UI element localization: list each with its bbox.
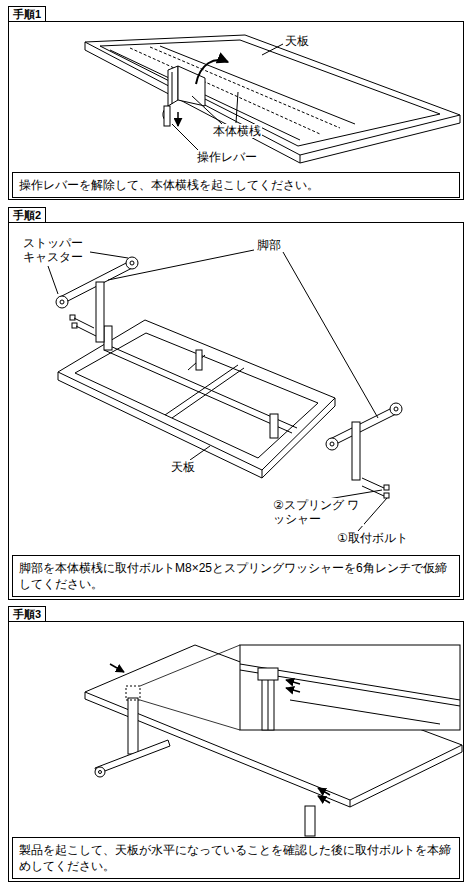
step1-lever <box>164 106 178 126</box>
step-heading: 手順1 <box>8 6 46 22</box>
step2-tabletop <box>58 320 335 478</box>
step2-leg-right <box>326 403 402 498</box>
step-panel: 手順3 製品を起こして、天板が水平になっていることを確認した後に取付ボルトを本締め… <box>8 606 464 882</box>
part-label: 操作レバー <box>196 150 258 164</box>
step-panel: 手順1 操作レバーを解除して、本体横桟を起こしてください。 <box>8 6 464 200</box>
step1-tabletop <box>85 35 460 163</box>
part-label: 天板 <box>284 34 310 48</box>
part-label: 天板 <box>170 460 196 474</box>
instruction-text: 操作レバーを解除して、本体横桟を起こしてください。 <box>13 173 459 197</box>
step1-leaders <box>172 44 283 150</box>
step3-inset <box>140 645 460 730</box>
part-label: ①取付ボルト <box>336 531 409 545</box>
part-label: 本体横桟 <box>212 124 262 138</box>
part-label: ②スプリング ワッシャー <box>272 498 364 526</box>
part-label: ストッパー キャスター <box>22 236 90 264</box>
instruction-box: 脚部を本体横桟に取付ボルトM8×25とスプリングワッシャーを6角レンチで仮締して… <box>12 555 460 597</box>
step1-cross-bar <box>163 60 228 124</box>
step2-leaders <box>48 250 387 531</box>
step-panel: 手順2 脚部を本体横桟に取付ボルトM8×25とスプリングワッシャーを6角レンチで仮… <box>8 207 464 600</box>
instruction-box: 操作レバーを解除して、本体横桟を起こしてください。 <box>12 172 460 198</box>
step3-table <box>85 645 462 837</box>
part-label: 脚部 <box>256 238 282 252</box>
panel-frame <box>8 222 464 600</box>
instruction-text: 製品を起こして、天板が水平になっていることを確認した後に取付ボルトを本締めしてく… <box>13 838 459 878</box>
step-heading: 手順3 <box>8 606 46 622</box>
instruction-box: 製品を起こして、天板が水平になっていることを確認した後に取付ボルトを本締めしてく… <box>12 837 460 879</box>
instruction-text: 脚部を本体横桟に取付ボルトM8×25とスプリングワッシャーを6角レンチで仮締して… <box>13 556 459 596</box>
step2-leg-left <box>56 257 138 342</box>
step-heading: 手順2 <box>8 207 46 223</box>
